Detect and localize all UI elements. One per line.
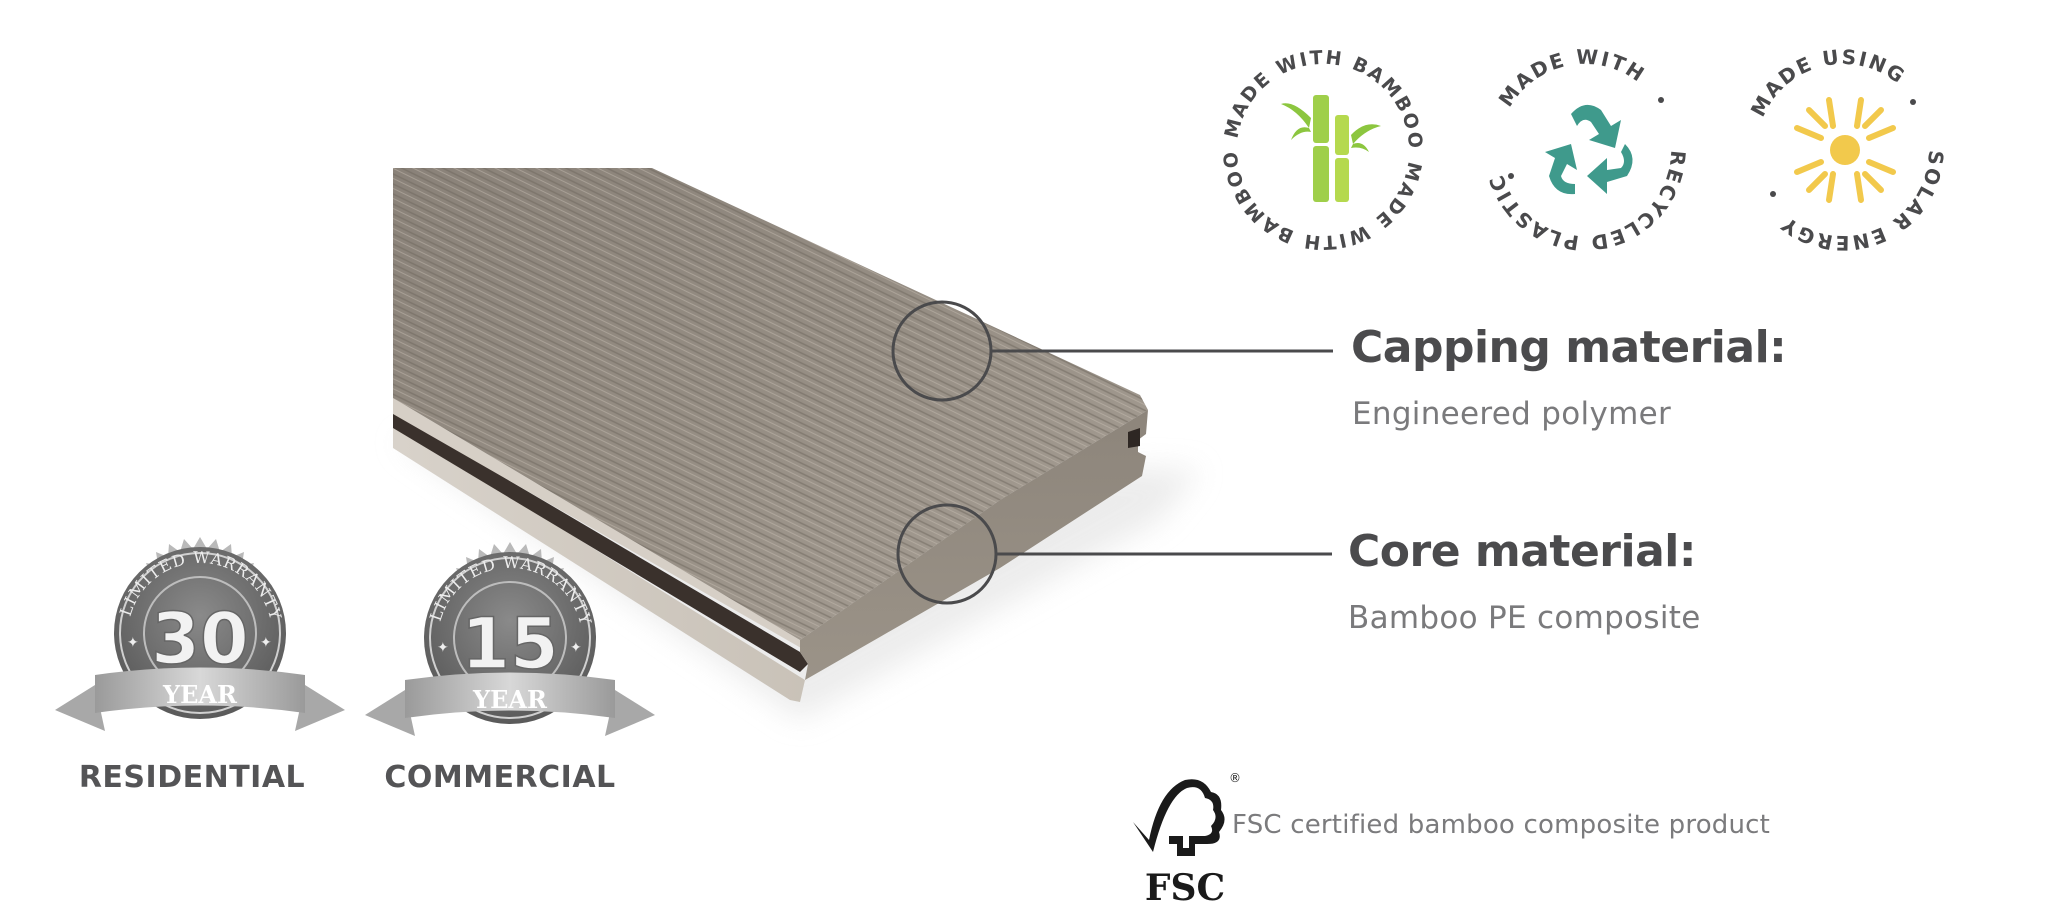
svg-text:YEAR: YEAR bbox=[162, 680, 238, 709]
svg-text:15: 15 bbox=[461, 603, 558, 685]
core-material-value: Bamboo PE composite bbox=[1348, 600, 1701, 636]
recycle-icon bbox=[1545, 104, 1633, 195]
sun-icon bbox=[1794, 97, 1896, 203]
svg-text:✦: ✦ bbox=[127, 634, 139, 650]
made-using-solar-energy-badge: MADE USING SOLAR ENERGY bbox=[1733, 40, 1953, 260]
svg-text:FSC: FSC bbox=[1145, 867, 1225, 909]
svg-text:®: ® bbox=[1229, 771, 1241, 785]
capping-magnifier-circle bbox=[891, 300, 993, 402]
residential-warranty-seal: LIMITED WARRANTY ✦ ✦ 30 YEAR bbox=[55, 535, 345, 755]
residential-warranty-label: RESIDENTIAL bbox=[78, 760, 306, 795]
svg-text:RECYCLED PLASTIC: RECYCLED PLASTIC bbox=[1484, 149, 1691, 255]
commercial-warranty-label: COMMERCIAL bbox=[384, 760, 616, 795]
svg-text:✦: ✦ bbox=[437, 639, 449, 655]
capping-material-value: Engineered polymer bbox=[1352, 396, 1672, 432]
core-material-title: Core material: bbox=[1348, 526, 1696, 577]
svg-text:YEAR: YEAR bbox=[472, 685, 548, 714]
fsc-certification-text: FSC certified bamboo composite product bbox=[1232, 810, 1771, 840]
svg-text:MADE WITH: MADE WITH bbox=[1494, 45, 1650, 111]
fsc-tree-checkmark-icon: ® FSC bbox=[1133, 771, 1241, 909]
made-with-bamboo-badge: MADE WITH BAMBOO MADE WITH BAMBOO bbox=[1213, 40, 1433, 260]
fsc-logo: ® FSC bbox=[1125, 760, 1245, 910]
capping-material-title: Capping material: bbox=[1351, 322, 1787, 373]
commercial-warranty-seal: LIMITED WARRANTY ✦ ✦ 15 YEAR bbox=[365, 540, 655, 760]
svg-text:✦: ✦ bbox=[570, 639, 582, 655]
svg-text:30: 30 bbox=[151, 598, 248, 680]
core-magnifier-circle bbox=[896, 503, 998, 605]
svg-text:✦: ✦ bbox=[260, 634, 272, 650]
bamboo-icon bbox=[1281, 95, 1381, 202]
made-with-recycled-plastic-badge: MADE WITH RECYCLED PLASTIC bbox=[1475, 40, 1695, 260]
